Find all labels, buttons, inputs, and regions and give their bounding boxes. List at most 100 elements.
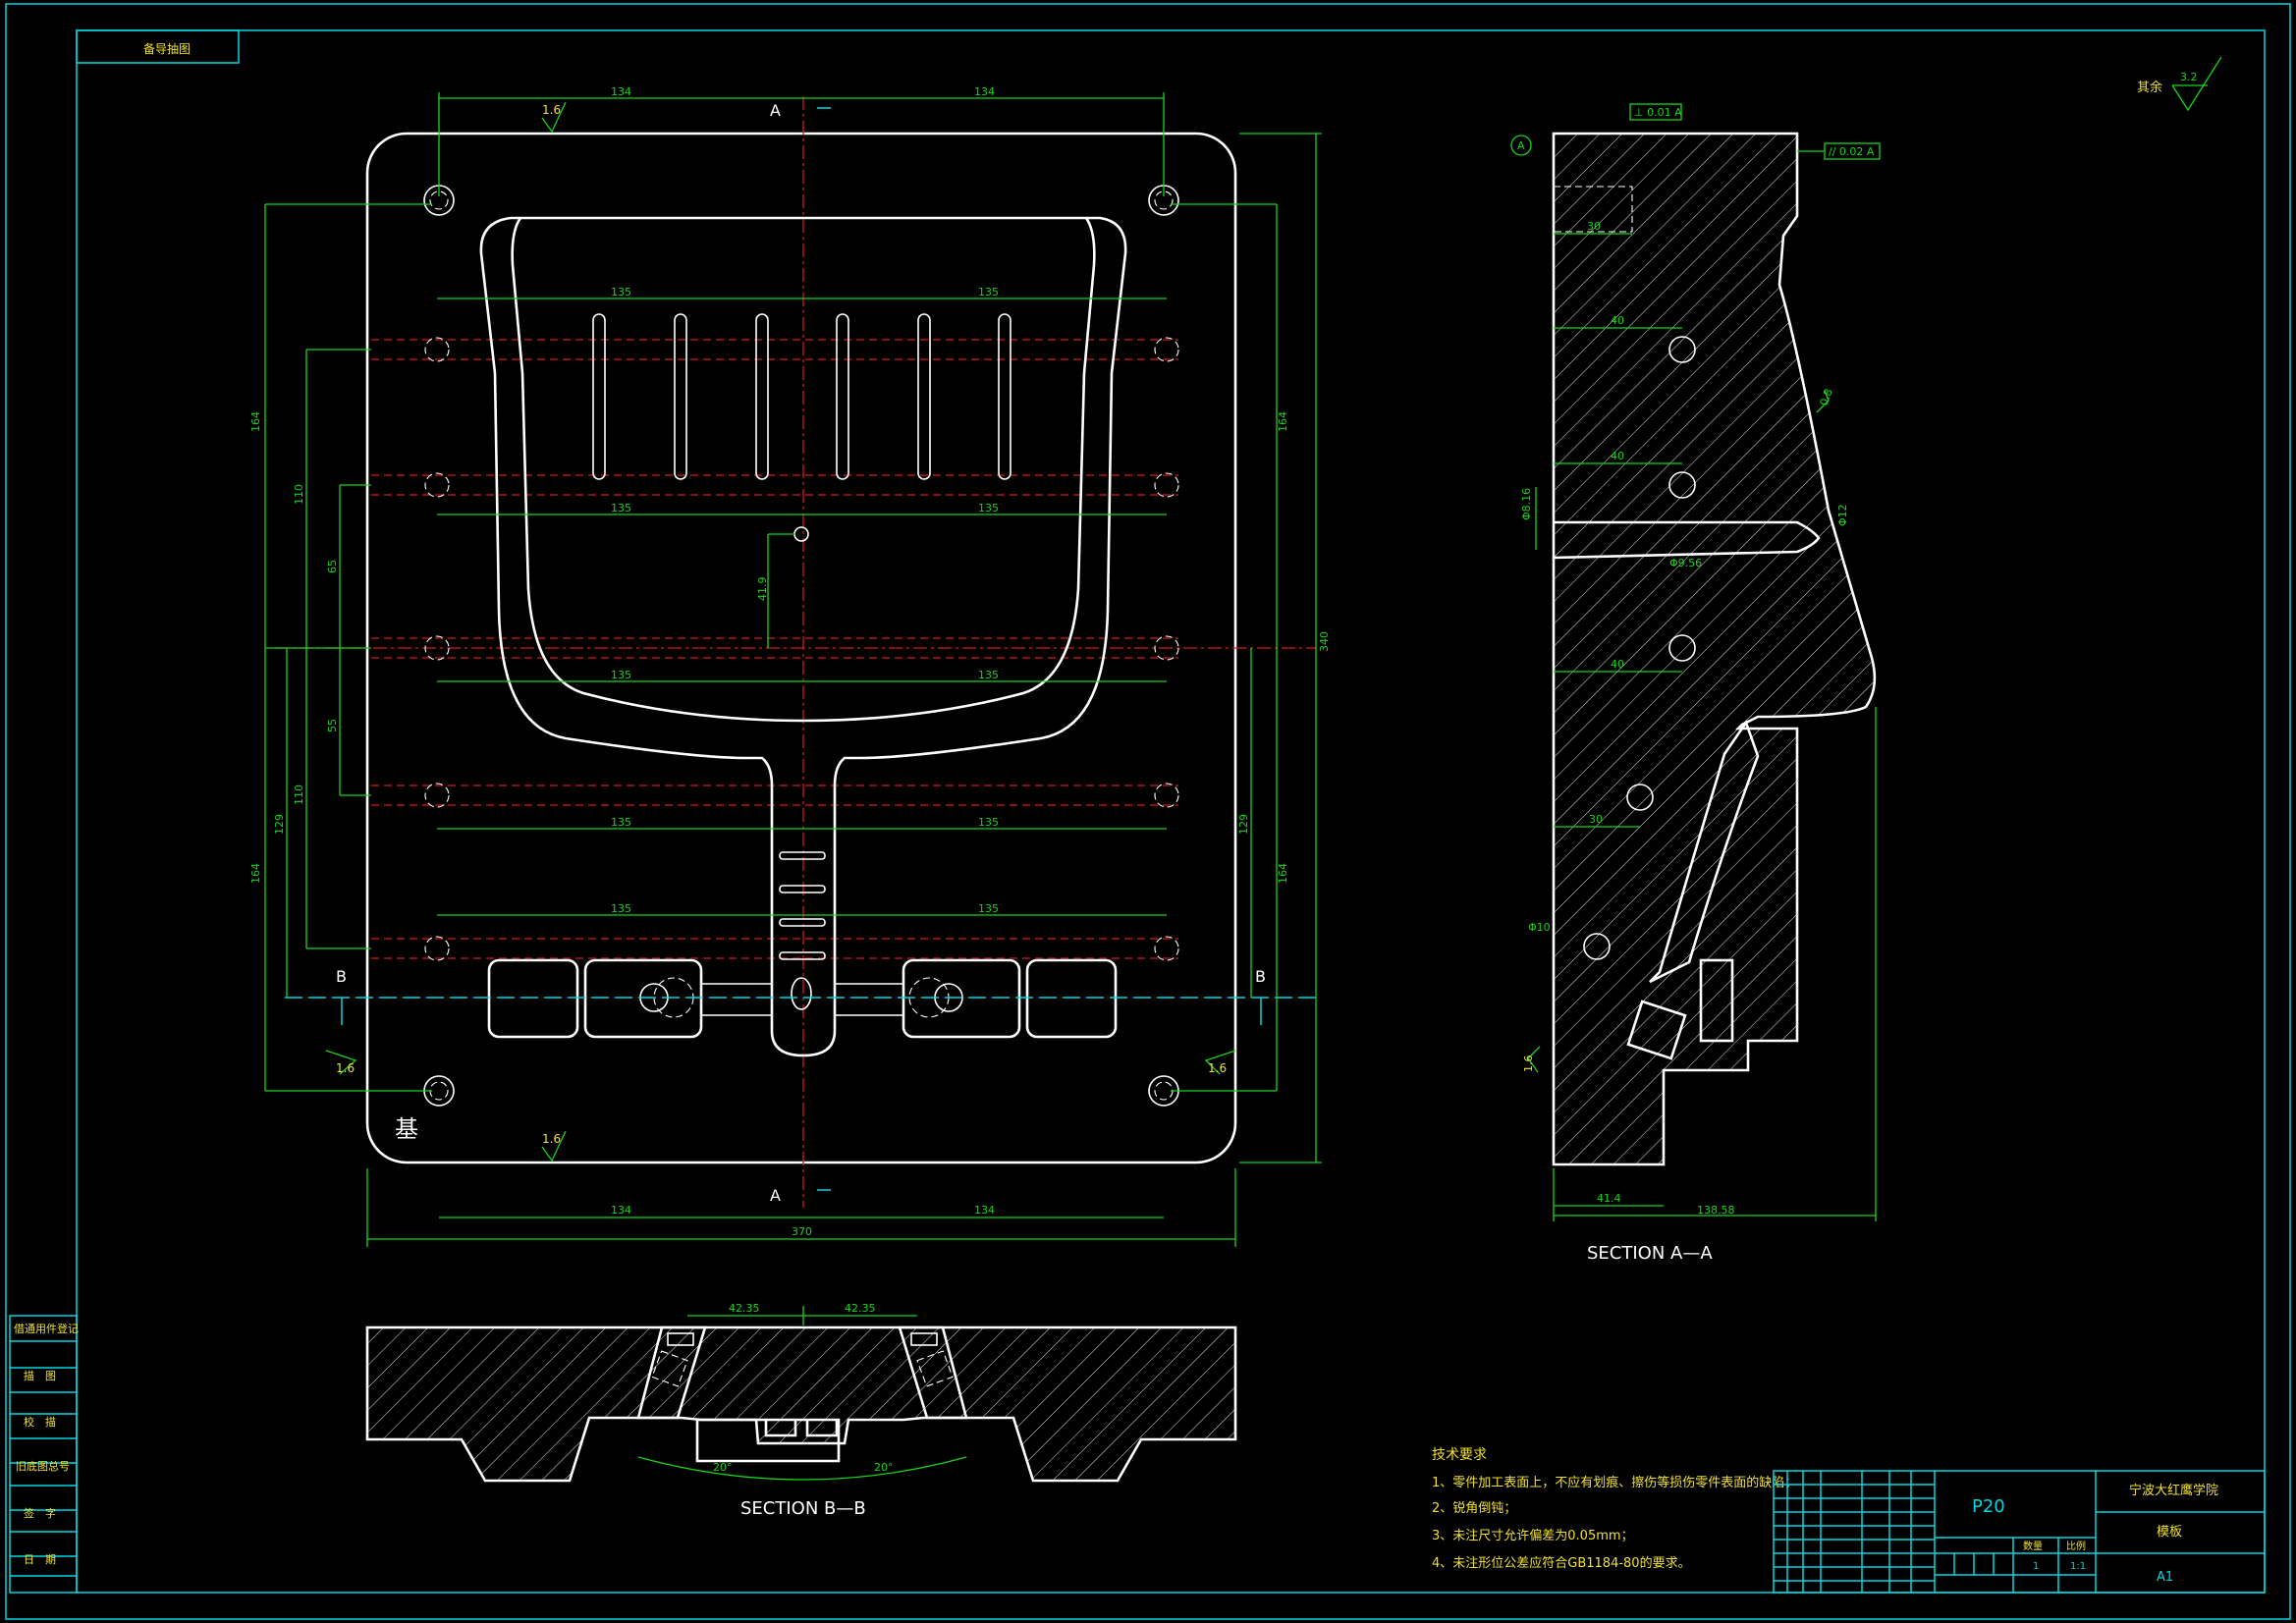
side-sliders (487, 958, 1118, 1039)
center-sprue (793, 526, 809, 542)
section-mark-b-right: B (1255, 967, 1266, 986)
cooling-channels (371, 337, 1179, 961)
bb-left-slider (636, 1325, 707, 1420)
svg-text:3.2: 3.2 (2180, 71, 2198, 83)
section-bb-title: SECTION B—B (740, 1498, 866, 1519)
svg-text:0.8: 0.8 (1818, 387, 1835, 407)
strip-cell-1: 描 图 (24, 1369, 56, 1382)
svg-text:135: 135 (611, 816, 631, 829)
svg-text:134: 134 (611, 1204, 631, 1217)
corner-holes (423, 185, 1179, 1107)
plan-dimensions: 134 134 134 134 370 135 135 135 135 135 135… (249, 85, 1331, 1247)
section-mark-a-bottom: A (770, 1186, 781, 1205)
svg-text:110: 110 (293, 784, 305, 805)
sheet-size: A1 (2157, 1570, 2173, 1585)
svg-text:134: 134 (611, 85, 631, 98)
svg-text:30: 30 (1589, 813, 1603, 826)
svg-text:135: 135 (978, 816, 999, 829)
strip-cell-4: 签 字 (24, 1506, 56, 1520)
strip-cell-0: 借通用件登记 (14, 1322, 79, 1335)
section-mark-a-top: A (770, 101, 781, 120)
outer-frame (5, 3, 2291, 1620)
strip-cell-2: 校 描 (24, 1415, 56, 1429)
plan-view: A A B B 基 1.6 1.6 1.6 1.6 134 134 134 13… (249, 85, 1331, 1247)
svg-text:164: 164 (249, 411, 262, 432)
svg-text:1.6: 1.6 (336, 1061, 355, 1075)
svg-text:1.6: 1.6 (1208, 1061, 1227, 1075)
qty-label: 数量 (2023, 1540, 2043, 1552)
svg-text:Φ8.16: Φ8.16 (1520, 488, 1533, 520)
left-record-strip: 借通用件登记 描 图 校 描 旧底图总号 签 字 日 期 (9, 1315, 79, 1594)
svg-text:138.58: 138.58 (1697, 1204, 1735, 1217)
top-left-label-box (76, 29, 240, 64)
svg-text:其余: 其余 (2137, 80, 2162, 95)
svg-text:135: 135 (611, 902, 631, 915)
material-text: P20 (1972, 1496, 2005, 1517)
section-aa-title: SECTION A—A (1587, 1243, 1713, 1264)
svg-text:41.9: 41.9 (756, 577, 769, 602)
svg-text:129: 129 (1237, 814, 1250, 835)
svg-text:1.6: 1.6 (1522, 1055, 1535, 1073)
tech-req-item-3: 3、未注尺寸允许偏差为0.05mm； (1432, 1528, 1634, 1543)
tech-req-heading: 技术要求 (1432, 1447, 1487, 1463)
svg-text:164: 164 (249, 863, 262, 884)
svg-text:42.35: 42.35 (845, 1302, 876, 1315)
svg-text:Φ12: Φ12 (1836, 504, 1849, 526)
wedge-block (1699, 958, 1734, 1043)
qty-value: 1 (2033, 1561, 2039, 1572)
svg-text:164: 164 (1277, 411, 1289, 432)
revision-grid (1774, 1471, 1935, 1593)
section-bb-view: 20° 20° 42.35 42.35 SECTION B—B (365, 1302, 1237, 1519)
svg-text:42.35: 42.35 (729, 1302, 760, 1315)
title-block: P20 宁波大红鹰学院 模板 A1 数量 比例 1 1:1 (1773, 1470, 2266, 1594)
svg-text:110: 110 (293, 484, 305, 505)
svg-text:134: 134 (974, 85, 995, 98)
svg-text:135: 135 (611, 286, 631, 298)
svg-text:135: 135 (611, 669, 631, 681)
section-mark-b-left: B (336, 967, 347, 986)
svg-text:20°: 20° (874, 1461, 894, 1474)
svg-text:// 0.02 A: // 0.02 A (1829, 145, 1875, 158)
inner-frame (76, 29, 2266, 1594)
svg-text:135: 135 (611, 502, 631, 514)
svg-text:55: 55 (326, 719, 339, 732)
svg-text:A: A (1517, 139, 1525, 152)
lock-block (1626, 1000, 1687, 1060)
strip-cell-3: 旧底图总号 (16, 1459, 70, 1473)
section-bb-body (365, 1325, 1237, 1483)
tech-req-item-1: 1、零件加工表面上，不应有划痕、擦伤等损伤零件表面的缺陷； (1432, 1475, 1797, 1490)
svg-text:129: 129 (273, 814, 286, 835)
school-name: 宁波大红鹰学院 (2129, 1483, 2218, 1498)
tech-req-item-2: 2、锐角倒钝； (1432, 1501, 1516, 1516)
svg-text:1.6: 1.6 (542, 103, 561, 117)
section-aa-dimensions: 40 40 40 30 30 41.4 138.58 Φ8.16 Φ9.56 Φ… (1520, 220, 1877, 1221)
svg-text:135: 135 (978, 669, 999, 681)
svg-text:134: 134 (974, 1204, 995, 1217)
svg-text:Φ10: Φ10 (1528, 921, 1551, 934)
tech-req-item-4: 4、未注形位公差应符合GB1184-80的要求。 (1432, 1555, 1691, 1571)
slider-insert (1649, 720, 1760, 984)
svg-text:⊥ 0.01 A: ⊥ 0.01 A (1634, 106, 1682, 119)
part-name: 模板 (2157, 1525, 2182, 1540)
bb-center-cavity (695, 1418, 841, 1463)
svg-text:1.6: 1.6 (542, 1132, 561, 1146)
technical-requirements: 技术要求 1、零件加工表面上，不应有划痕、擦伤等损伤零件表面的缺陷； 2、锐角倒… (1432, 1447, 1797, 1571)
svg-text:65: 65 (326, 560, 339, 573)
svg-text:30: 30 (1587, 220, 1601, 233)
svg-text:20°: 20° (713, 1461, 733, 1474)
sprue-channel (1553, 520, 1821, 560)
cavity-inner (511, 217, 1096, 723)
strip-cell-5: 日 期 (24, 1553, 56, 1566)
svg-text:370: 370 (792, 1225, 812, 1238)
section-aa-body (1552, 132, 1877, 1166)
svg-text:Φ9.56: Φ9.56 (1669, 557, 1702, 569)
rib-slots (592, 313, 1011, 480)
section-aa-view: A ⊥ 0.01 A // 0.02 A 40 40 40 30 30 41.4… (1510, 103, 1881, 1264)
top-left-label: 备导抽图 (143, 42, 191, 56)
svg-text:135: 135 (978, 902, 999, 915)
svg-text:41.4: 41.4 (1597, 1192, 1621, 1205)
svg-text:135: 135 (978, 502, 999, 514)
bb-right-slider (898, 1325, 968, 1420)
general-roughness-note: 其余 3.2 (2137, 56, 2222, 112)
